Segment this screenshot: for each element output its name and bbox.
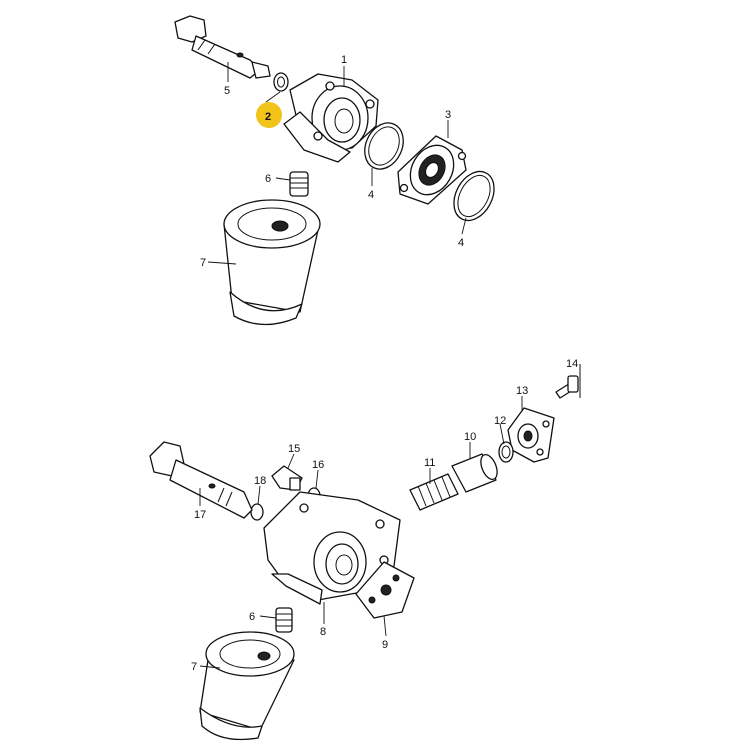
- part-5-hollow-bolt: [174, 15, 271, 79]
- part-4-gasket-right: [453, 170, 495, 222]
- callout-label[interactable]: 7: [200, 257, 206, 269]
- callout-label[interactable]: 2: [265, 111, 271, 123]
- callout-label[interactable]: 15: [288, 443, 300, 455]
- part-11-spring: [409, 473, 459, 511]
- callout-label[interactable]: 7: [191, 661, 197, 673]
- leader-lines: [199, 62, 523, 669]
- callout-label[interactable]: 5: [224, 85, 230, 97]
- part-6-threaded-nipple-bottom: [275, 607, 293, 633]
- callout-2-highlight: [256, 102, 282, 128]
- callout-labels: 1 2 3 4 4 5 6 7 14 13 12 10 11 15 16 18 …: [191, 54, 578, 673]
- callout-label[interactable]: 10: [464, 431, 476, 443]
- callout-label[interactable]: 4: [368, 189, 374, 201]
- part-7-oil-filter-bottom: [199, 631, 295, 741]
- callout-label[interactable]: 3: [445, 109, 451, 121]
- callout-label[interactable]: 4: [458, 237, 464, 249]
- part-8-bracket: [263, 491, 401, 605]
- callout-label[interactable]: 18: [254, 475, 266, 487]
- callout-label[interactable]: 6: [249, 611, 255, 623]
- part-12-ring: [498, 441, 514, 463]
- part-6-threaded-nipple-top: [289, 171, 309, 197]
- part-17-hollow-bolt: [149, 441, 253, 519]
- callout-label[interactable]: 14: [566, 358, 578, 370]
- callout-label[interactable]: 16: [312, 459, 324, 471]
- callout-label[interactable]: 13: [516, 385, 528, 397]
- part-7-oil-filter-top: [223, 199, 321, 326]
- part-2-sealing-ring: [273, 72, 289, 92]
- callout-label[interactable]: 1: [341, 54, 347, 66]
- part-9-gasket: [355, 561, 415, 619]
- callout-label[interactable]: 17: [194, 509, 206, 521]
- callout-label[interactable]: 12: [494, 415, 506, 427]
- part-18-seal: [250, 503, 264, 521]
- callout-label[interactable]: 8: [320, 626, 326, 638]
- part-13-cover: [507, 407, 555, 463]
- part-10-piston: [451, 453, 498, 493]
- part-4-gasket-top: [364, 122, 404, 170]
- callout-label[interactable]: 11: [424, 457, 435, 469]
- callout-label[interactable]: 9: [382, 639, 388, 651]
- callout-label[interactable]: 6: [265, 173, 271, 185]
- part-3-cooler-plate: [397, 135, 467, 205]
- part-1-filter-bracket: [283, 73, 379, 163]
- part-14-bolt: [555, 364, 581, 399]
- part-15-pressure-switch: [271, 465, 303, 491]
